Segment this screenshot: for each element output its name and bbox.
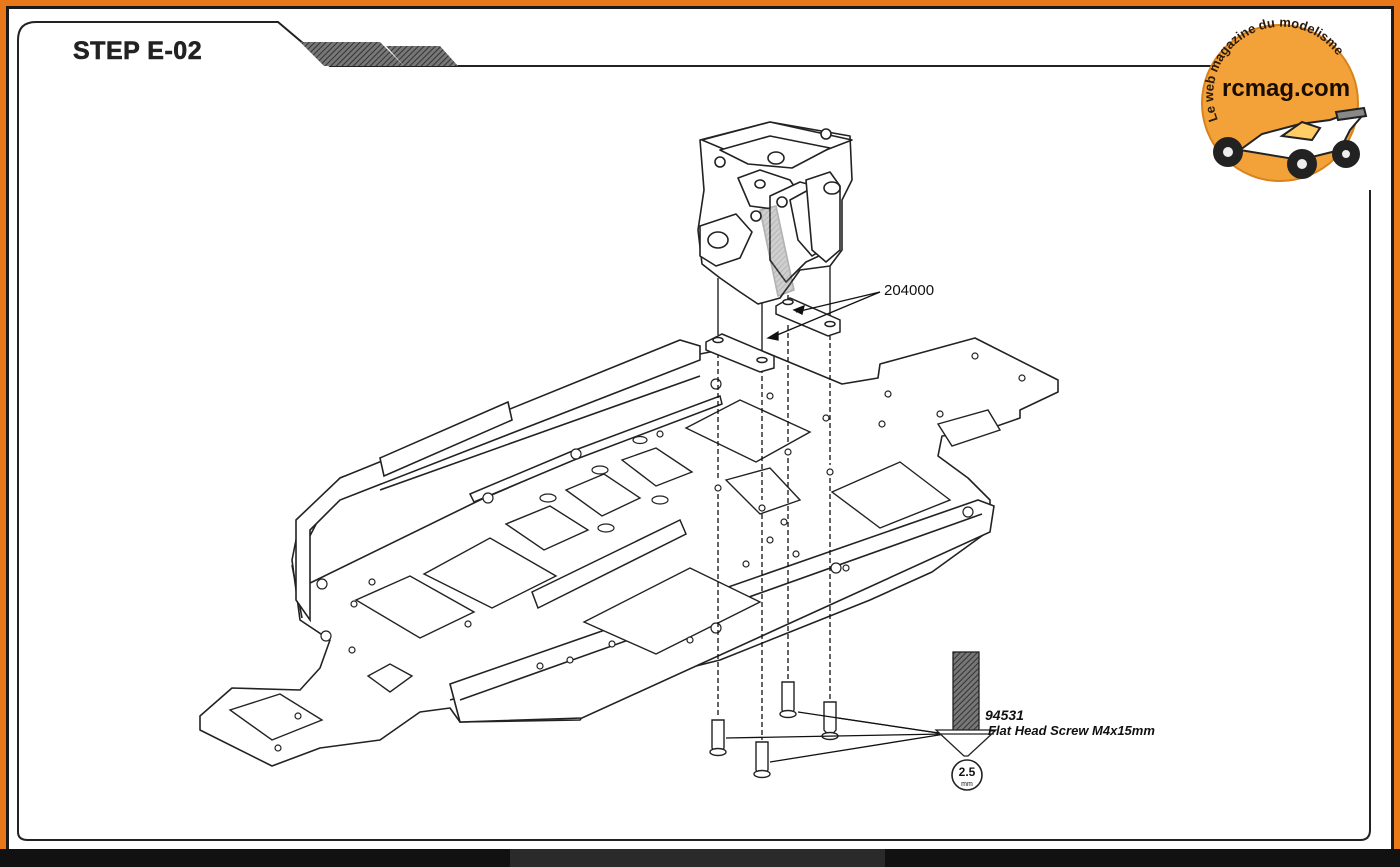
hex-tool-unit: mm (961, 781, 973, 788)
gearbox-assembly (697, 121, 853, 305)
header-stripes (300, 42, 458, 66)
spacer-part-number: 204000 (884, 282, 935, 299)
buggy-icon (1213, 106, 1368, 179)
hex-tool-badge (951, 759, 983, 791)
hex-tool-size: 2.5 (958, 765, 976, 779)
assembly-lines (717, 264, 831, 740)
spacer-callout-lines (766, 291, 881, 341)
flat-head-screws (709, 681, 839, 779)
screw-description: Flat Head Screw M4x15mm (988, 723, 1155, 738)
header-frame (17, 21, 1371, 841)
screw-callout-lines (725, 711, 946, 763)
plate-cutouts (228, 399, 1002, 741)
step-title: STEP E-02 (73, 37, 203, 66)
side-rail-left (295, 339, 701, 623)
screw-illustration (934, 651, 998, 757)
logo-brand: rcmag.com (1222, 75, 1350, 102)
chassis-braces (468, 395, 723, 610)
rcmag-logo: Le web magazine du modelisme rcmag.com (1201, 15, 1368, 182)
mount-holes (714, 448, 834, 512)
spacer-204000 (705, 297, 841, 373)
screw-part-number: 94531 (985, 707, 1024, 723)
plate-holes (274, 352, 1026, 752)
bottom-bar (0, 849, 1400, 867)
bottom-bar-segment (510, 849, 885, 867)
